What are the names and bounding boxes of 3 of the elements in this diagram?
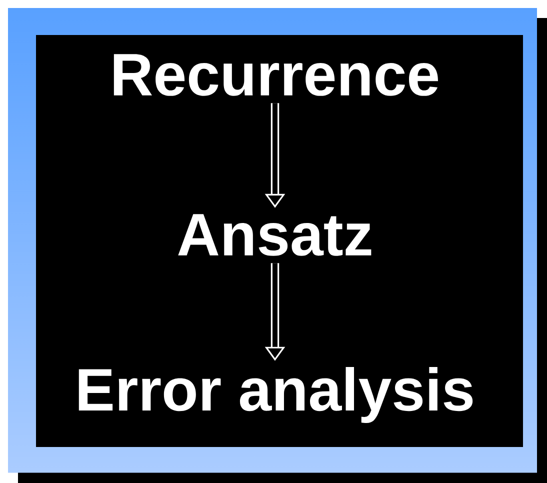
heading-text: Ansatz: [178, 214, 372, 256]
heading-text: Error analysis: [78, 367, 473, 423]
heading-text: Recurrence: [114, 54, 438, 96]
